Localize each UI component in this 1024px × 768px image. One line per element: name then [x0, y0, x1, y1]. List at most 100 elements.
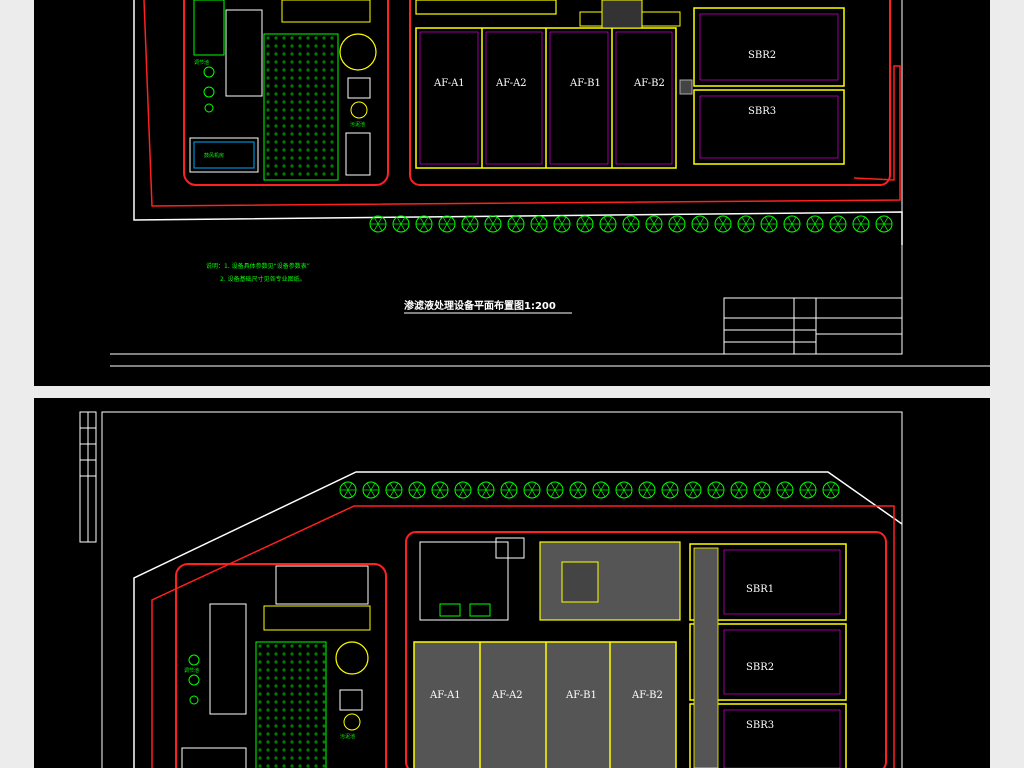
grid-mark [282, 764, 286, 768]
grid-mark [314, 156, 318, 160]
grid-mark [282, 756, 286, 760]
grid-mark [314, 708, 318, 712]
grid-mark [266, 100, 270, 104]
scale-bar [79, 411, 97, 543]
grid-mark [258, 700, 262, 704]
grid-mark [330, 116, 334, 120]
tree-stroke [534, 223, 540, 232]
grid-mark [258, 644, 262, 648]
connector [679, 79, 693, 95]
grid-mark [322, 764, 326, 768]
grid-mark [306, 716, 310, 720]
tree-stroke [458, 482, 464, 491]
clarifier-tank [339, 33, 377, 71]
grid-mark [290, 132, 294, 136]
grid-mark [266, 756, 270, 760]
tank-small [339, 689, 363, 711]
grid-mark [282, 116, 286, 120]
grid-mark [314, 724, 318, 728]
grid-mark [330, 76, 334, 80]
grid-mark [298, 740, 302, 744]
grid-mark [258, 660, 262, 664]
grid-mark [274, 692, 278, 696]
grid-mark [322, 92, 326, 96]
grid-mark [282, 44, 286, 48]
grid-mark [290, 140, 294, 144]
grid-mark [290, 92, 294, 96]
pump-well [350, 101, 368, 119]
grid-mark [266, 36, 270, 40]
road-boundary [394, 505, 895, 768]
tree-stroke [435, 489, 441, 498]
tree-stroke [366, 482, 372, 491]
tree-stroke [699, 223, 705, 232]
grid-mark [298, 756, 302, 760]
annex [495, 537, 525, 559]
grid-mark [290, 84, 294, 88]
pump-room [281, 0, 371, 23]
valve-symbol [188, 674, 200, 686]
grid-mark [322, 108, 326, 112]
grid-mark [306, 756, 310, 760]
tree-stroke [416, 489, 422, 498]
tree-stroke [642, 482, 648, 491]
grid-mark [282, 100, 286, 104]
tree-stroke [596, 489, 602, 498]
tree-stroke [830, 489, 836, 498]
grid-mark [322, 700, 326, 704]
blower-room [181, 747, 247, 768]
grid-mark [322, 116, 326, 120]
grid-mark [258, 692, 262, 696]
tree-stroke [366, 489, 372, 498]
tree-stroke [764, 223, 770, 232]
grid-mark [266, 748, 270, 752]
grid-mark [330, 44, 334, 48]
grid-mark [306, 692, 310, 696]
sbr-gallery [693, 547, 719, 768]
equipment-rack [193, 0, 225, 56]
grid-mark [282, 124, 286, 128]
small-label: 污泥池 [340, 733, 355, 740]
grid-mark [306, 164, 310, 168]
tree-stroke [738, 489, 744, 498]
af-tank-block [413, 641, 677, 768]
grid-mark [330, 84, 334, 88]
grid-mark [274, 668, 278, 672]
grid-mark [290, 68, 294, 72]
tree-stroke [715, 482, 721, 491]
equipment-row [263, 605, 371, 631]
filter-bed-pattern [266, 36, 334, 176]
tree-stroke [600, 489, 606, 498]
grid-mark [314, 748, 318, 752]
grid-mark [314, 668, 318, 672]
grid-mark [266, 76, 270, 80]
grid-mark [322, 708, 326, 712]
tree-stroke [373, 216, 379, 225]
tree-stroke [623, 489, 629, 498]
grid-mark [306, 724, 310, 728]
grid-mark [314, 84, 318, 88]
tree-stroke [370, 489, 376, 498]
tree-stroke [561, 223, 567, 232]
grid-mark [314, 652, 318, 656]
grid-mark [290, 668, 294, 672]
grid-mark [306, 124, 310, 128]
tree-stroke [688, 482, 694, 491]
tree-stroke [511, 223, 517, 232]
grid-mark [266, 644, 270, 648]
grid-mark [306, 684, 310, 688]
tree-stroke [607, 216, 613, 225]
tree-stroke [400, 223, 406, 232]
tree-stroke [577, 489, 583, 498]
grid-mark [314, 700, 318, 704]
grid-mark [274, 44, 278, 48]
grid-mark [282, 676, 286, 680]
tree-stroke [446, 216, 452, 225]
grid-mark [298, 668, 302, 672]
tree-stroke [791, 216, 797, 225]
grid-mark [274, 700, 278, 704]
clarifier-tank [335, 641, 369, 675]
tree-stroke [485, 482, 491, 491]
grid-mark [314, 172, 318, 176]
hatched-sub [561, 561, 599, 603]
